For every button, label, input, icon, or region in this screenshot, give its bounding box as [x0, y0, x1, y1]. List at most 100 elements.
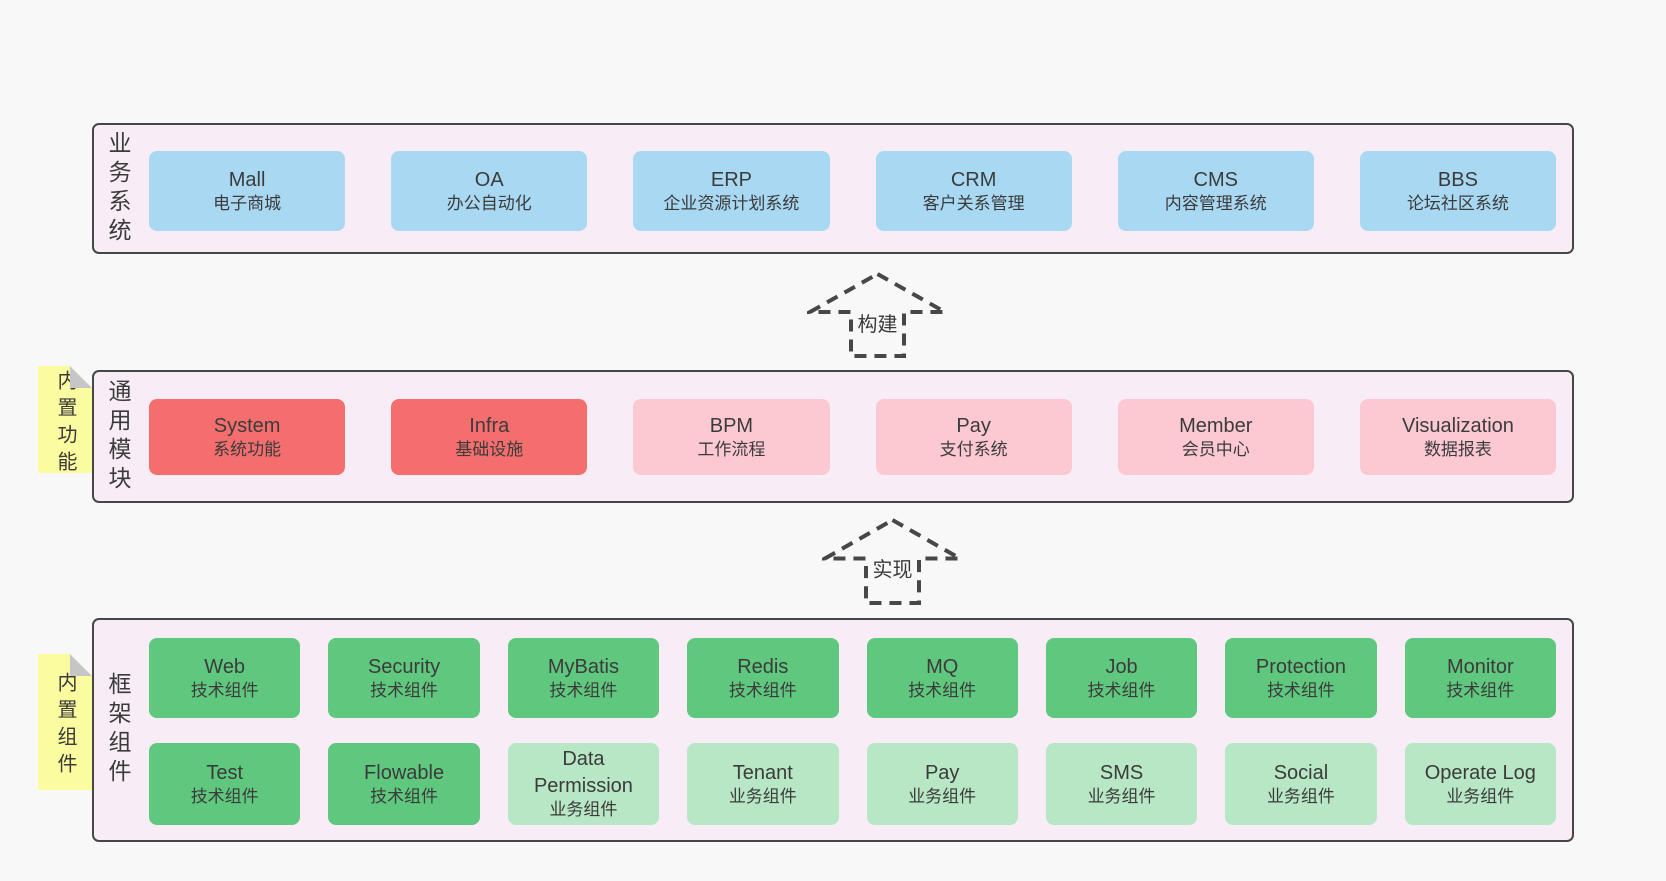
module-subtitle: 工作流程	[697, 439, 766, 459]
module-name: CRM	[950, 168, 997, 191]
module-name: Social	[1273, 761, 1329, 784]
module-name: Mall	[228, 168, 266, 191]
module-name: Pay	[924, 761, 960, 784]
module-name: Protection	[1255, 655, 1346, 678]
module-subtitle: 基础设施	[455, 439, 524, 459]
module-name: Pay	[956, 414, 991, 437]
module-name: Test	[206, 761, 244, 784]
module-subtitle: 技术组件	[190, 680, 259, 700]
module-subtitle: 企业资源计划系统	[663, 193, 800, 213]
module-subtitle: 技术组件	[728, 680, 797, 700]
module-subtitle: 论坛社区系统	[1406, 193, 1509, 213]
module-name: MQ	[926, 655, 959, 678]
module-subtitle: 支付系统	[939, 439, 1008, 459]
module-subtitle: 办公自动化	[446, 193, 532, 213]
module-subtitle: 业务组件	[728, 786, 797, 806]
module-name: Web	[204, 655, 246, 678]
module-subtitle: 客户关系管理	[922, 193, 1025, 213]
module-name: OA	[474, 168, 504, 191]
module-subtitle: 技术组件	[1087, 680, 1156, 700]
module-name: BPM	[709, 414, 754, 437]
module-name: Visualization	[1401, 414, 1514, 437]
build-arrow-icon: 构建	[807, 271, 948, 359]
module-subtitle: 业务组件	[1266, 786, 1335, 806]
arrow-label: 实现	[872, 559, 912, 582]
module-subtitle: 业务组件	[908, 786, 977, 806]
module-name: BBS	[1437, 168, 1478, 191]
module-name: MyBatis	[547, 655, 619, 678]
module-subtitle: 业务组件	[1446, 786, 1515, 806]
module-subtitle: 业务组件	[1087, 786, 1156, 806]
module-name: Operate Log	[1424, 761, 1536, 784]
module-name: Member	[1179, 414, 1253, 437]
module-name: Flowable	[364, 761, 445, 784]
module-box-data-permission: Data Permission 业务组件	[507, 743, 660, 825]
module-subtitle: 技术组件	[190, 786, 259, 806]
module-name: Infra	[469, 414, 510, 437]
module-subtitle: 技术组件	[549, 680, 618, 700]
module-subtitle: 电子商城	[213, 193, 282, 213]
sticky-note-label: 内置组件	[54, 672, 76, 780]
module-name: SMS	[1099, 761, 1144, 784]
sticky-note-label: 内置功能	[54, 369, 76, 478]
sticky-note-built-in-components: 内置组件	[38, 654, 92, 790]
module-name: Job	[1105, 655, 1138, 678]
module-name: Tenant	[732, 761, 793, 784]
module-name: Redis	[737, 655, 789, 678]
sticky-note-built-in-functions: 内置功能	[38, 366, 92, 473]
module-subtitle: 业务组件	[549, 800, 618, 820]
module-subtitle: 内容管理系统	[1164, 193, 1267, 213]
module-name: Security	[367, 655, 441, 678]
module-subtitle: 会员中心	[1181, 439, 1250, 459]
section-side-label: 通用模块	[105, 378, 131, 495]
module-subtitle: 技术组件	[1266, 680, 1335, 700]
module-subtitle: 数据报表	[1423, 439, 1492, 459]
section-side-label: 框架组件	[105, 672, 131, 788]
module-subtitle: 技术组件	[908, 680, 977, 700]
module-name: ERP	[710, 168, 752, 191]
module-name: Monitor	[1446, 655, 1514, 678]
section-side-label: 业务系统	[105, 130, 131, 247]
arrow-label: 构建	[858, 313, 898, 336]
module-name: System	[213, 414, 281, 437]
module-subtitle: 技术组件	[370, 786, 439, 806]
module-name: Data Permission	[533, 748, 633, 797]
module-subtitle: 技术组件	[1446, 680, 1515, 700]
implement-arrow-icon: 实现	[822, 517, 963, 606]
module-subtitle: 系统功能	[213, 439, 282, 459]
